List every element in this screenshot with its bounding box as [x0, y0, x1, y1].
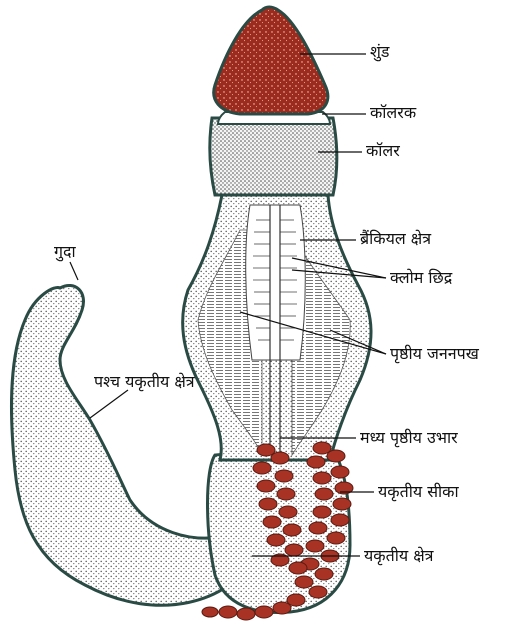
- label-branchial-region: ब्रैंकियल क्षेत्र: [360, 231, 431, 247]
- label-anus: गुदा: [54, 244, 76, 260]
- label-posterior-hepatic-region: पश्च यकृतीय क्षेत्र: [94, 374, 195, 390]
- label-proboscis: शुंड: [370, 44, 389, 60]
- proboscis: [214, 7, 328, 114]
- branchial-region: [246, 205, 306, 360]
- collar: [210, 118, 337, 195]
- label-collar: कॉलर: [366, 143, 400, 159]
- label-collarette: कॉलरक: [370, 105, 416, 121]
- label-gill-slits: क्लोम छिद्र: [390, 270, 452, 286]
- label-mid-dorsal-ridge: मध्य पृष्ठीय उभार: [360, 430, 458, 446]
- label-dorsal-genital-wing: पृष्ठीय जननपख: [390, 346, 479, 362]
- hepatic-region: [208, 445, 351, 613]
- label-hepatic-caeca: यकृतीय सीका: [378, 484, 459, 500]
- label-hepatic-region: यकृतीय क्षेत्र: [364, 548, 434, 564]
